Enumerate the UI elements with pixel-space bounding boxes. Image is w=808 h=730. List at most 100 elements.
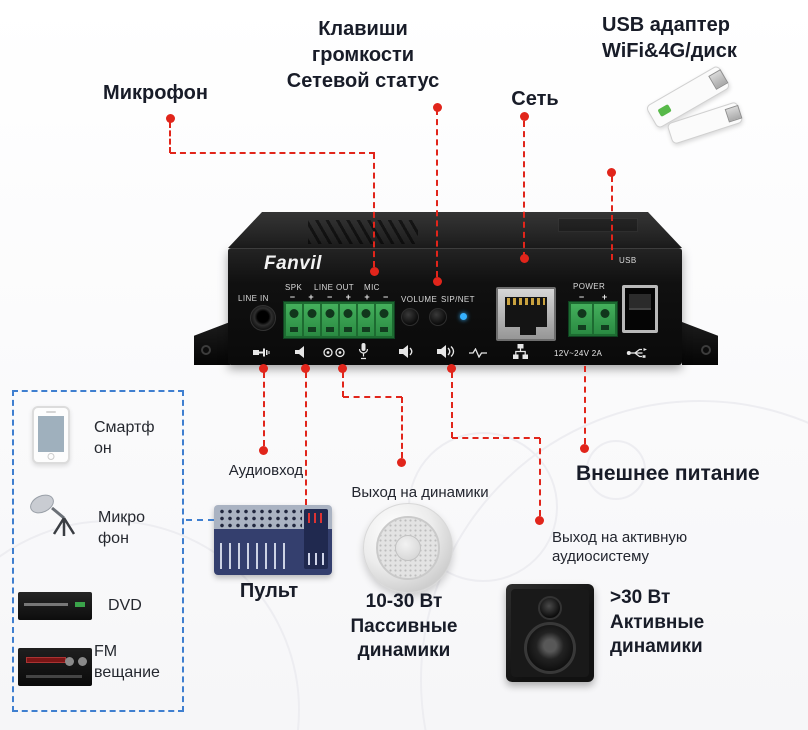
smartphone-icon: [32, 406, 70, 464]
terminal-pin: [376, 304, 392, 336]
device-front-panel: Fanvil LINE IN SPK LINE OUT MIC − + − + …: [228, 248, 682, 365]
polarity-mark: −: [327, 292, 333, 302]
volume-down-button: [401, 308, 419, 326]
mounting-ear-left: [194, 322, 230, 365]
fm-tuner-icon: [18, 648, 92, 686]
signal-wave-icon: [469, 348, 487, 358]
terminal-polarity-row: − + − + + −: [283, 292, 395, 302]
leader-dot: [259, 446, 268, 455]
label-speaker-output: Выход на динамики: [351, 484, 489, 501]
power-polarity-row: − +: [570, 292, 616, 302]
terminal-pin: [304, 304, 320, 336]
usb-tongue: [629, 294, 651, 310]
line-in-label: LINE IN: [238, 294, 269, 303]
label-smartphone: Смартф он: [94, 419, 155, 457]
line-in-jack: [250, 305, 276, 331]
dvd-player-icon: [18, 592, 92, 620]
fm-knob: [65, 657, 74, 666]
leader-line: [343, 396, 402, 398]
leader-line: [305, 372, 307, 505]
leader-dot: [370, 267, 379, 276]
leader-line: [342, 372, 344, 397]
brand-logo: Fanvil: [264, 253, 322, 274]
usb-port: [622, 285, 658, 333]
terminals-icon: [323, 347, 345, 358]
phone-home-button: [47, 453, 55, 460]
terminal-pin: [322, 304, 338, 336]
terminal-pin: [358, 304, 374, 336]
polarity-mark: +: [308, 292, 314, 302]
screw-hole-icon: [701, 345, 711, 355]
label-mic-source: Микро фон: [98, 509, 146, 547]
polarity-mark: +: [345, 292, 351, 302]
vent-slots: [308, 220, 418, 244]
usb-trident-icon: [626, 348, 647, 358]
terminal-pin: [286, 304, 302, 336]
label-audio-input: Аудиовход: [228, 462, 304, 479]
label-mixer: Пульт: [239, 580, 299, 602]
label-usb-adapter: USB адаптер WiFi&4G/диск: [602, 14, 737, 62]
mixer-knobs: [218, 508, 302, 528]
power-rating-label: 12V~24V 2A: [554, 349, 603, 358]
leader-dot: [301, 364, 310, 373]
rj45-notch: [520, 326, 536, 335]
label-passive-speakers: 10-30 Вт Пассивные динамики: [350, 591, 458, 662]
screw-hole-icon: [201, 345, 211, 355]
speaker-terminal-block: [283, 301, 395, 339]
power-terminal-block: [568, 301, 618, 337]
leader-line: [263, 372, 265, 446]
label-active-output: Выход на активную аудиосистему: [552, 529, 688, 565]
fm-knob: [78, 657, 87, 666]
volume-label: VOLUME: [401, 295, 438, 304]
mixer-side-panel: [304, 509, 328, 569]
mixer-console-icon: [214, 505, 332, 575]
leader-dot: [520, 112, 529, 121]
network-icon: [513, 344, 528, 359]
dvd-display: [75, 602, 85, 607]
ceiling-speaker-icon: [363, 503, 453, 593]
leader-dot: [338, 364, 347, 373]
microphone-icon: [30, 494, 76, 536]
leader-line: [611, 176, 613, 260]
usb-connector: [724, 104, 743, 123]
polarity-mark: +: [601, 292, 608, 302]
top-ridge: [558, 218, 638, 232]
leader-dot: [607, 168, 616, 177]
power-label: POWER: [573, 282, 606, 291]
speaker-center-cap: [395, 535, 421, 561]
label-dvd: DVD: [108, 597, 142, 614]
phone-speaker: [46, 411, 56, 413]
volume-up-button: [429, 308, 447, 326]
ethernet-port: [496, 287, 556, 341]
label-active-speakers: >30 Вт Активные динамики: [610, 587, 705, 658]
mounting-ear-right: [682, 322, 718, 365]
decor-arc: [586, 440, 646, 500]
usb-connector: [708, 68, 729, 91]
polarity-mark: +: [364, 292, 370, 302]
leader-line: [539, 438, 541, 516]
sip-net-label: SIP/NET: [441, 295, 475, 304]
label-network: Сеть: [511, 88, 559, 110]
leader-line: [436, 109, 438, 277]
audio-in-icon: [253, 348, 270, 357]
line-out-label: LINE OUT: [314, 283, 355, 292]
speaker-icon: [295, 346, 304, 358]
leader-line: [451, 372, 453, 438]
terminal-pin: [594, 304, 615, 334]
label-fm: FM вещание: [94, 643, 160, 681]
leader-dot: [259, 364, 268, 373]
leader-line: [170, 152, 375, 154]
dvd-tray: [24, 603, 68, 606]
leader-line: [452, 437, 540, 439]
woofer: [524, 622, 576, 674]
dongle-logo: [657, 104, 672, 117]
active-speaker-icon: [506, 584, 594, 682]
mixer-faders: [220, 543, 290, 569]
leader-dot: [520, 254, 529, 263]
leader-dot: [535, 516, 544, 525]
leader-line: [401, 397, 403, 458]
label-external-power: Внешнее питание: [576, 462, 760, 485]
phone-screen: [38, 416, 64, 452]
label-volume-keys-network-status: Клавиши громкости Сетевой статус: [286, 18, 440, 92]
